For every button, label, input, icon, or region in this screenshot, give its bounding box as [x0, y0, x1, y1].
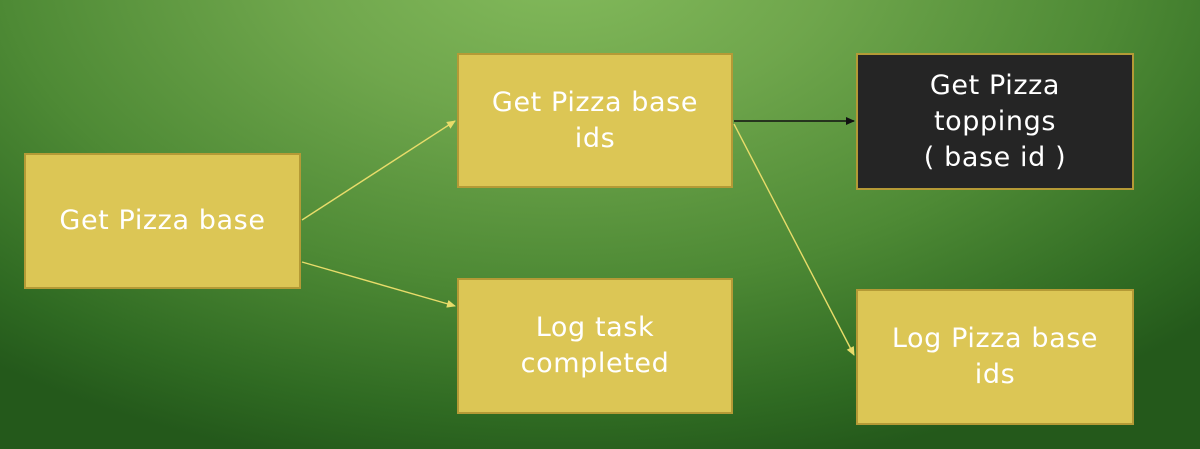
node-label: Get Pizza toppings ( base id ) — [923, 69, 1067, 173]
node-log-task-completed: Log task completed — [457, 278, 733, 414]
node-log-pizza-base-ids: Log Pizza base ids — [856, 289, 1134, 425]
node-get-pizza-toppings: Get Pizza toppings ( base id ) — [856, 53, 1134, 190]
node-label: Log task completed — [520, 312, 670, 379]
node-label: Log Pizza base ids — [891, 323, 1099, 390]
node-label: Get Pizza base ids — [491, 86, 699, 154]
node-label: Get Pizza base — [59, 205, 266, 236]
edge-base-to-log-task — [301, 261, 456, 308]
node-get-pizza-base-ids: Get Pizza base ids — [457, 53, 733, 188]
edge-base-to-base-ids — [301, 120, 456, 221]
node-get-pizza-base: Get Pizza base — [24, 153, 301, 289]
edge-base-ids-to-log-base-ids — [733, 123, 855, 356]
